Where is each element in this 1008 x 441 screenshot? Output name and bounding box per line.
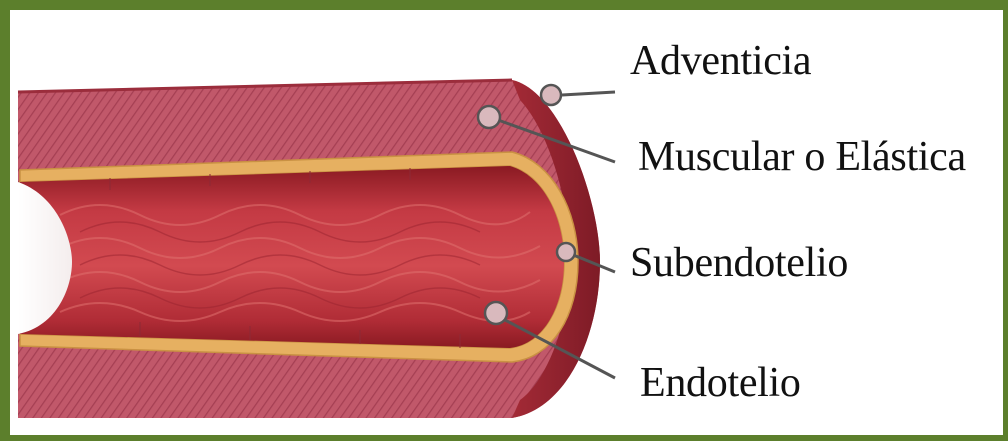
label-muscular-o-elastica: Muscular o Elástica — [638, 136, 966, 178]
marker-endotelio — [485, 302, 507, 324]
marker-adventicia — [541, 85, 561, 105]
marker-subendotelio — [557, 243, 575, 261]
marker-muscular — [478, 106, 500, 128]
label-subendotelio: Subendotelio — [630, 242, 848, 284]
leader-adventicia — [562, 92, 615, 95]
label-endotelio: Endotelio — [640, 362, 801, 404]
label-adventicia: Adventicia — [630, 40, 811, 82]
